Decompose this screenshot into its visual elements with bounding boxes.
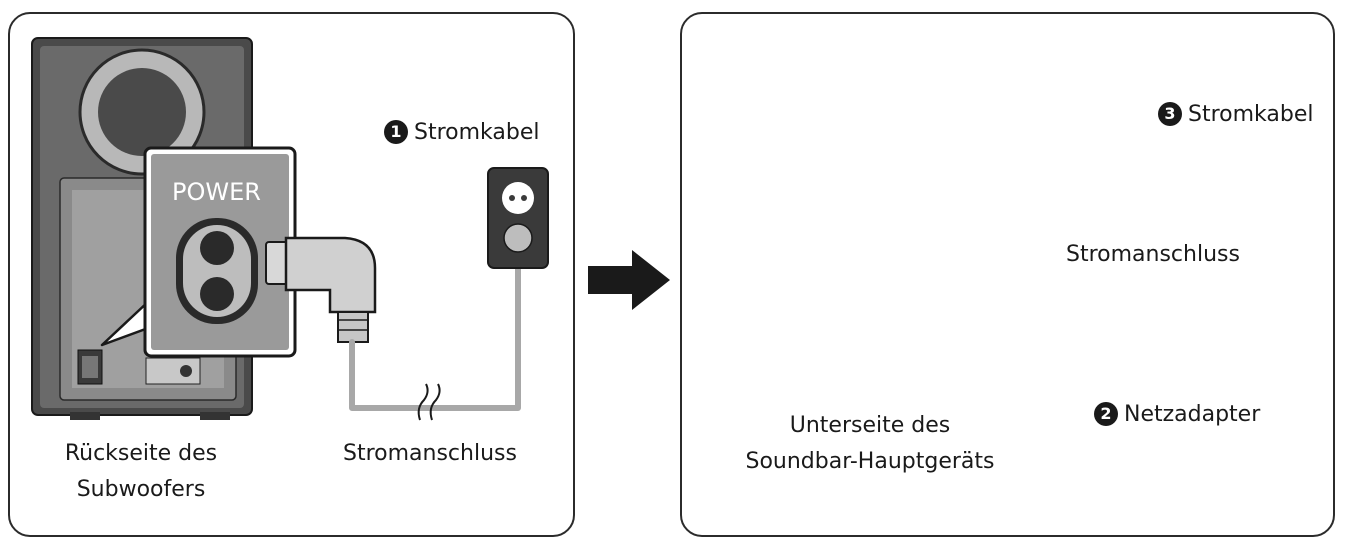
- step2-number-badge: 2: [1094, 402, 1118, 426]
- next-step-arrow-icon: [588, 250, 670, 310]
- step3-number-badge: 3: [1158, 102, 1182, 126]
- step1-number-badge: 1: [384, 120, 408, 144]
- step3-label: Stromkabel: [1188, 102, 1314, 127]
- right-outlet-label: Stromanschluss: [1066, 242, 1240, 267]
- subwoofer-caption-line1: Rückseite des: [64, 441, 218, 466]
- subwoofer-caption: Rückseite des Subwoofers: [56, 436, 226, 508]
- soundbar-caption-line1: Unterseite des: [789, 413, 951, 438]
- step2-label: Netzadapter: [1124, 402, 1261, 427]
- soundbar-caption-line2: Soundbar-Hauptgeräts: [745, 449, 995, 474]
- left-outlet-label: Stromanschluss: [343, 441, 517, 466]
- soundbar-caption: Unterseite des Soundbar-Hauptgeräts: [722, 408, 1018, 480]
- power-port-callout: [143, 146, 297, 358]
- power-port-label: POWER: [172, 178, 261, 206]
- soundbar-connection-panel: [680, 12, 1335, 537]
- dc-port-label: DC 24V: [744, 142, 834, 170]
- subwoofer-caption-line2: Subwoofers: [76, 477, 206, 502]
- wall-outlet-left: [487, 167, 549, 269]
- step1-label: Stromkabel: [414, 120, 540, 145]
- power-plug: [265, 236, 377, 343]
